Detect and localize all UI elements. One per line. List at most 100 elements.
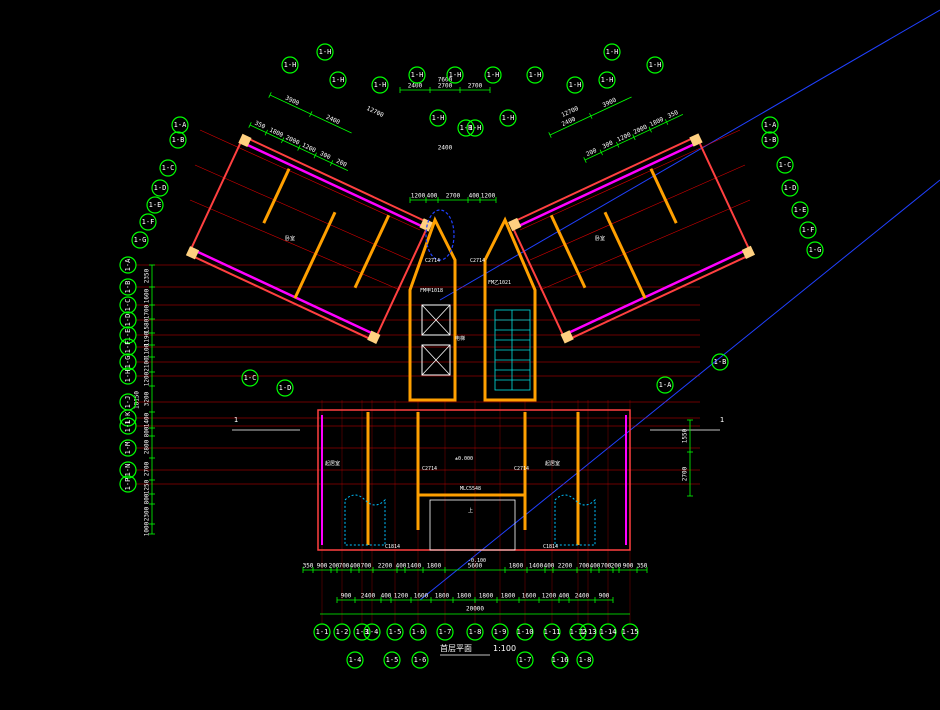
left-dim-overall: 18150 [134,391,141,409]
axis-bubble-label: 1-6 [412,628,425,636]
axis-bubble: 1-14 [599,623,617,641]
dim-value: 1400 [529,563,544,570]
axis-bubble-circle [119,278,137,296]
axis-bubble-circle [371,76,389,94]
axis-bubble-label: 1-G [809,246,822,254]
dim-value: 400 [396,563,407,570]
dim-value: 900 [623,563,634,570]
wing-axis-line [189,199,401,291]
axis-bubble: 1-15 [621,623,639,641]
label-window-right-bottom: C1814 [543,544,558,550]
axis-bubble-circle [579,623,597,641]
axis-bubble-label: 1-H [601,76,614,84]
axis-bubble-label: 1-B [764,136,777,144]
dim-value: 2700 [438,83,453,90]
axis-bubble-circle [499,109,517,127]
axis-bubble-label: 1-D [279,384,292,392]
column [367,330,381,344]
axis-bubble-circle [409,623,427,641]
axis-bubble-label: 1-A [174,121,187,129]
axis-bubble-label: 1-L [124,420,132,433]
axis-bubble: 1-H [371,76,389,94]
right-wing-partition [649,168,678,224]
left-wing-partition [293,211,337,299]
dim-value: 1600 [522,593,537,600]
axis-bubble-label: 1-F [124,341,132,354]
axis-bubble-circle [386,623,404,641]
axis-bubble: 1-F [799,221,817,239]
axis-bubble: 1-N [119,461,137,479]
label-room-right: 起居室 [545,460,560,467]
dim-value: 1580 [144,318,151,333]
axis-bubble: 1-B [711,353,729,371]
axis-bubble-label: 1-G [134,236,147,244]
dim-value: 400 [559,593,570,600]
bottom-overall: 20000 [466,606,484,613]
right-wing-partition [549,214,587,289]
axis-bubble: 1-E [791,201,809,219]
axis-bubble-label: 1-P [124,478,132,491]
axis-bubble-label: 1-C [124,299,132,312]
dim-value: 2100 [144,357,151,372]
central-core [408,209,537,402]
column [185,246,200,260]
axis-bubble-circle [119,461,137,479]
axis-bubble: 1-7 [436,623,454,641]
axis-bubble-circle [516,651,534,669]
axis-bubble-label: 1-C [244,374,257,382]
dim-value: 1400 [144,412,151,427]
axis-bubble: 1-1 [313,623,331,641]
axis-bubble: 1-H [329,71,347,89]
right-wing-partition [603,211,647,299]
left-wing-glazing [240,140,428,230]
elevator-cross [421,304,451,336]
core-right-outline [483,216,537,402]
right-wing-glazing [512,140,700,230]
axis-bubble-label: 1-A [764,121,777,129]
label-elev-level: -0.100 [468,558,486,564]
dim-value: 1100 [144,343,151,358]
dim-value: 800 [144,493,151,504]
dim-value: 1800 [435,593,450,600]
axis-bubble: 1-H [603,43,621,61]
axis-bubble: 1-4 [363,623,381,641]
axis-bubble-circle [159,159,177,177]
dim-tick [268,92,272,98]
furniture-left [344,494,386,546]
dim-value: 1550 [682,428,689,443]
axis-bubble-circle [316,43,334,61]
axis-bubble-label: 1-H [502,114,515,122]
dim-value: 1200 [394,593,409,600]
dim-value: 400 [381,593,392,600]
axis-bubble-label: 1-H [469,124,482,132]
axis-bubble-label: 1-B [714,358,727,366]
axis-bubble: 1-B [169,131,187,149]
axis-bubble-label: 1-F [142,218,155,226]
axis-bubble: 1-D [119,311,137,329]
axis-bubble-circle [551,651,569,669]
dim-value: 900 [599,593,610,600]
axis-bubble: 1-F [119,338,137,356]
axis-bubble-circle [446,66,464,84]
dim-value: 1800 [509,563,524,570]
axis-bubble-circle [457,119,475,137]
left-wing-partition [353,214,391,289]
axis-bubble: 1-B [119,278,137,296]
core-width: 2400 [438,145,453,152]
axis-bubble: 1-5 [386,623,404,641]
axis-bubble-circle [333,623,351,641]
dim-value: 5600 [468,563,483,570]
axis-bubble-circle [119,338,137,356]
furniture-right [554,494,596,546]
axis-bubble-label: 1-H [569,81,582,89]
right-wing [508,133,756,344]
axis-bubble-label: 1-3 [356,628,369,636]
axis-bubble-circle [119,417,137,435]
axis-bubble-circle [543,623,561,641]
dim-value: 2400 [408,83,423,90]
